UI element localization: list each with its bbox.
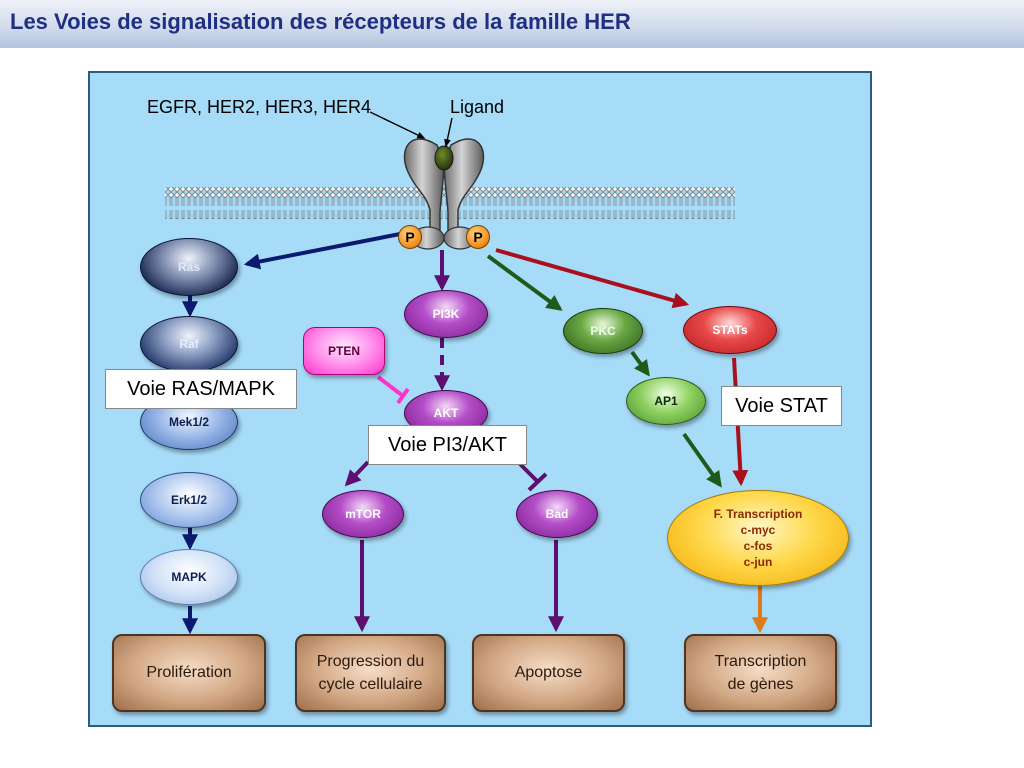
node-stats: STATs bbox=[683, 306, 777, 354]
pathway-label-pi3k-akt: Voie PI3/AKT bbox=[368, 425, 527, 465]
outcome-proliferation: Prolifération bbox=[112, 634, 266, 712]
phospho-left: P bbox=[398, 225, 422, 249]
outcome-transcription: Transcription de gènes bbox=[684, 634, 837, 712]
phospho-right: P bbox=[466, 225, 490, 249]
outcome-cycle-line2: cycle cellulaire bbox=[318, 676, 423, 693]
outcome-proliferation-label: Prolifération bbox=[146, 664, 232, 682]
slide-title: Les Voies de signalisation des récepteur… bbox=[10, 9, 631, 34]
node-bad: Bad bbox=[516, 490, 598, 538]
arrow-receptor-ras bbox=[243, 232, 401, 270]
outcome-apoptose: Apoptose bbox=[472, 634, 625, 712]
node-ap1: AP1 bbox=[626, 377, 706, 425]
tf-gene-cmyc: c-myc bbox=[740, 523, 776, 537]
outcome-cycle-line1: Progression du bbox=[316, 652, 425, 670]
outcome-transcription-line2: de gènes bbox=[727, 676, 794, 693]
node-erk: Erk1/2 bbox=[140, 472, 238, 528]
pathway-label-ras-mapk: Voie RAS/MAPK bbox=[105, 369, 297, 409]
arrow-akt-mtor bbox=[344, 460, 370, 487]
node-mapk: MAPK bbox=[140, 549, 238, 605]
inhibit-pten-akt-bar bbox=[396, 387, 410, 405]
receptor-label: EGFR, HER2, HER3, HER4 bbox=[147, 97, 372, 117]
receptor-pointer bbox=[369, 111, 426, 139]
node-mtor: mTOR bbox=[322, 490, 404, 538]
arrow-receptor-stats bbox=[495, 248, 690, 309]
arrow-ap1-tf bbox=[682, 432, 722, 488]
node-pi3k: PI3K bbox=[404, 290, 488, 338]
ligand-label: Ligand bbox=[450, 97, 505, 117]
tf-gene-cfos: c-fos bbox=[743, 539, 773, 553]
inhibit-akt-bad bbox=[518, 462, 540, 484]
inhibit-pten-akt bbox=[376, 375, 405, 398]
outcome-transcription-line1: Transcription bbox=[714, 652, 807, 670]
arrow-receptor-pkc bbox=[486, 254, 563, 311]
node-transcription-factor: F. Transcription c-myc c-fos c-jun bbox=[667, 490, 849, 586]
title-bar: Les Voies de signalisation des récepteur… bbox=[0, 0, 1024, 48]
pathway-label-stat: Voie STAT bbox=[721, 386, 842, 426]
node-ras: Ras bbox=[140, 238, 238, 296]
inhibit-akt-bad-bar bbox=[527, 472, 548, 492]
node-raf: Raf bbox=[140, 316, 238, 372]
arrow-pkc-ap1 bbox=[630, 350, 650, 377]
tf-title: F. Transcription bbox=[713, 507, 803, 521]
node-pkc: PKC bbox=[563, 308, 643, 354]
outcome-cycle: Progression du cycle cellulaire bbox=[295, 634, 446, 712]
tf-gene-cjun: c-jun bbox=[743, 555, 773, 569]
node-pten: PTEN bbox=[303, 327, 385, 375]
outcome-apoptose-label: Apoptose bbox=[514, 664, 583, 682]
ligand-pointer bbox=[444, 117, 453, 148]
